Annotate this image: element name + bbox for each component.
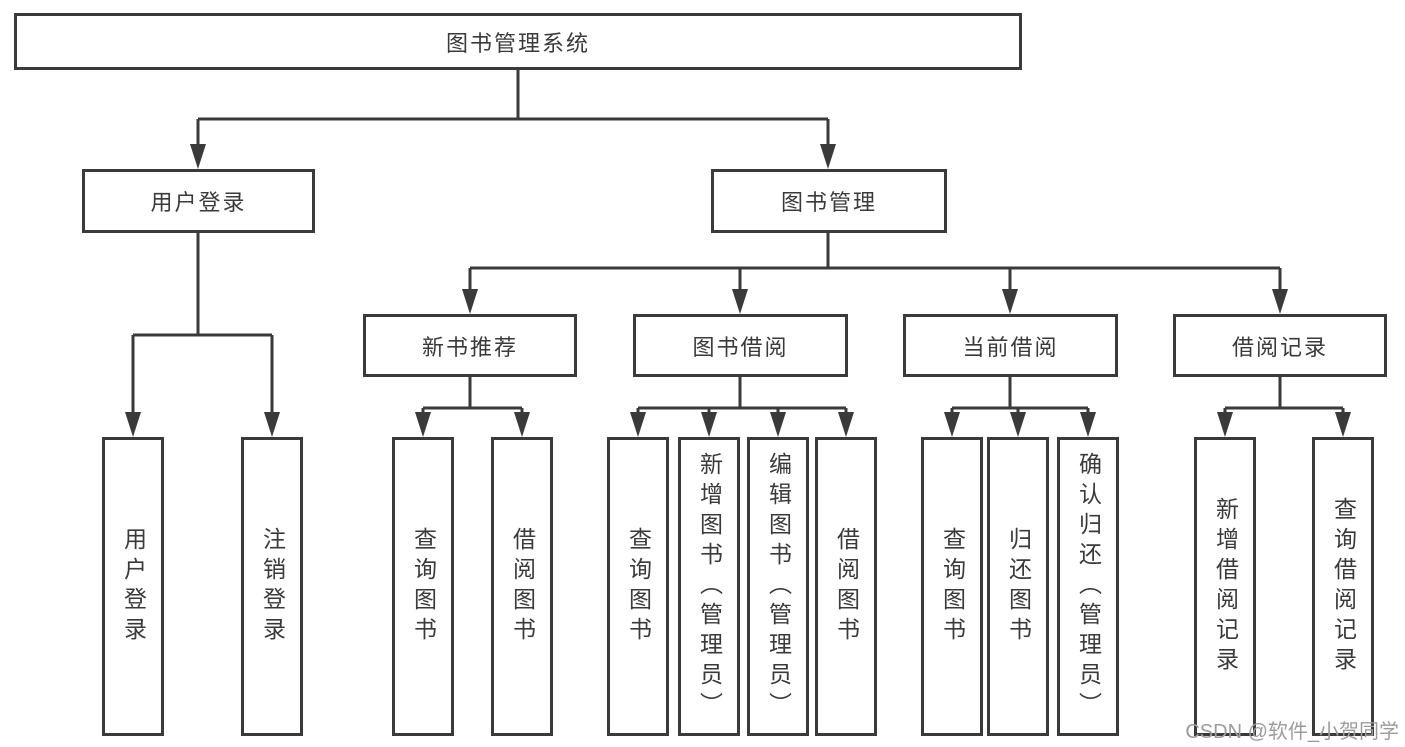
- node-book-borrowing-label: 图书借阅: [692, 334, 789, 360]
- node-book-borrowing: 图书借阅: [633, 314, 848, 377]
- leaf-user-login: 用户登录: [102, 437, 164, 736]
- node-user-login: 用户登录: [82, 169, 315, 233]
- leaf-newbook-borrow-books: 借阅图书: [491, 437, 553, 736]
- connector-root: [196, 69, 830, 146]
- leaf-borrow-borrow-books-label: 借阅图书: [833, 526, 860, 647]
- node-new-book-recommend-label: 新书推荐: [421, 334, 518, 360]
- node-book-management-label: 图书管理: [780, 190, 877, 215]
- leaf-user-login-label: 用户登录: [120, 526, 147, 647]
- connector-borrow-record: [1223, 377, 1345, 414]
- leaf-records-add-record: 新增借阅记录: [1194, 437, 1256, 736]
- leaf-logout-label: 注销登录: [259, 526, 286, 647]
- leaf-current-confirm-return-admin-label: 确认归还（管理员）: [1075, 451, 1102, 722]
- leaf-borrow-borrow-books: 借阅图书: [815, 437, 877, 736]
- leaf-borrow-query-books-label: 查询图书: [625, 526, 652, 647]
- leaf-current-query-books-label: 查询图书: [939, 526, 966, 647]
- node-current-borrowing-label: 当前借阅: [962, 334, 1059, 360]
- leaf-current-confirm-return-admin: 确认归还（管理员）: [1057, 437, 1119, 736]
- leaf-newbook-query-books-label: 查询图书: [410, 526, 437, 647]
- node-book-management: 图书管理: [711, 169, 947, 233]
- leaf-newbook-borrow-books-label: 借阅图书: [509, 526, 536, 647]
- node-current-borrowing: 当前借阅: [903, 314, 1118, 377]
- node-borrowing-records-label: 借阅记录: [1231, 334, 1328, 360]
- leaf-current-return-books: 归还图书: [987, 437, 1049, 736]
- leaf-borrow-edit-books-admin-label: 编辑图书（管理员）: [765, 451, 792, 722]
- leaf-borrow-add-books-admin: 新增图书（管理员）: [678, 437, 740, 736]
- leaf-current-query-books: 查询图书: [921, 437, 983, 736]
- connector-book-borrow: [636, 377, 848, 414]
- leaf-records-add-record-label: 新增借阅记录: [1212, 496, 1239, 677]
- connector-book-mgmt: [468, 233, 1282, 291]
- connector-current-borrow: [950, 377, 1090, 414]
- leaf-current-return-books-label: 归还图书: [1005, 526, 1032, 647]
- leaf-records-query-record: 查询借阅记录: [1312, 437, 1374, 736]
- node-user-login-label: 用户登录: [150, 190, 247, 215]
- leaf-borrow-edit-books-admin: 编辑图书（管理员）: [747, 437, 809, 736]
- node-library-system-label: 图书管理系统: [445, 30, 590, 56]
- leaf-newbook-query-books: 查询图书: [392, 437, 454, 736]
- connector-user-login: [131, 233, 274, 414]
- node-new-book-recommend: 新书推荐: [363, 314, 577, 377]
- leaf-borrow-add-books-admin-label: 新增图书（管理员）: [696, 451, 723, 722]
- leaf-logout: 注销登录: [241, 437, 303, 736]
- connector-new-book: [421, 377, 524, 414]
- node-library-system: 图书管理系统: [14, 13, 1022, 70]
- watermark: CSDN @软件_小贺同学: [1185, 721, 1399, 743]
- leaf-borrow-query-books: 查询图书: [607, 437, 669, 736]
- leaf-records-query-record-label: 查询借阅记录: [1330, 496, 1357, 677]
- node-borrowing-records: 借阅记录: [1173, 314, 1387, 377]
